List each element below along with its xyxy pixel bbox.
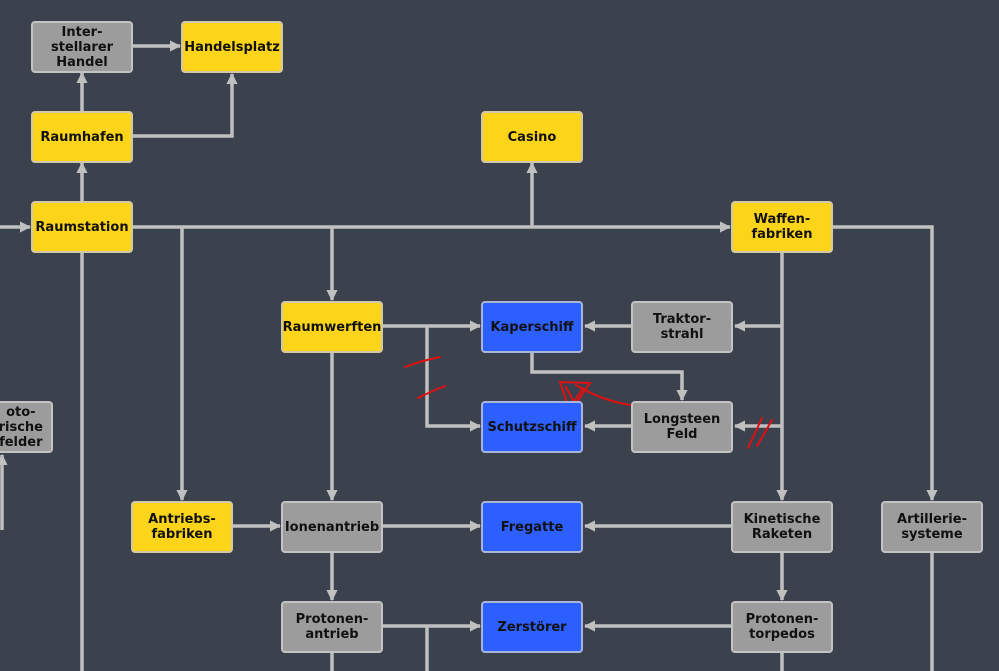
node-casino[interactable]: Casino <box>481 111 583 163</box>
node-raumhafen[interactable]: Raumhafen <box>31 111 133 163</box>
connector-raumwerften-schutzschiff <box>425 326 482 432</box>
node-kinetische-raketen[interactable]: Kinetische Raketen <box>731 501 833 553</box>
node-handelsplatz[interactable]: Handelsplatz <box>181 21 283 73</box>
node-fregatte[interactable]: Fregatte <box>481 501 583 553</box>
node-raumwerften[interactable]: Raumwerften <box>281 301 383 353</box>
node-longsteen-feld[interactable]: Longsteen Feld <box>631 401 733 453</box>
connector-kaperschiff-longsteen <box>530 353 688 402</box>
connector-raumhafen-handelsplatz <box>133 72 238 138</box>
connector-waffen-artillerie <box>833 225 938 502</box>
node-waffenfabriken[interactable]: Waffen- fabriken <box>731 201 833 253</box>
node-antriebsfabriken[interactable]: Antriebs- fabriken <box>131 501 233 553</box>
node-protonische-felder-partial[interactable]: oto- rische felder <box>0 401 53 453</box>
node-traktorstrahl[interactable]: Traktor- strahl <box>631 301 733 353</box>
node-artilleriesysteme[interactable]: Artillerie- systeme <box>881 501 983 553</box>
node-ionenantrieb[interactable]: Ionenantrieb <box>281 501 383 553</box>
node-zerstoerer[interactable]: Zerstörer <box>481 601 583 653</box>
node-protonentorpedos[interactable]: Protonen- torpedos <box>731 601 833 653</box>
node-raumstation[interactable]: Raumstation <box>31 201 133 253</box>
node-interstellarer-handel[interactable]: Inter- stellarer Handel <box>31 21 133 73</box>
node-protonenantrieb[interactable]: Protonen- antrieb <box>281 601 383 653</box>
node-kaperschiff[interactable]: Kaperschiff <box>481 301 583 353</box>
node-schutzschiff[interactable]: Schutzschiff <box>481 401 583 453</box>
